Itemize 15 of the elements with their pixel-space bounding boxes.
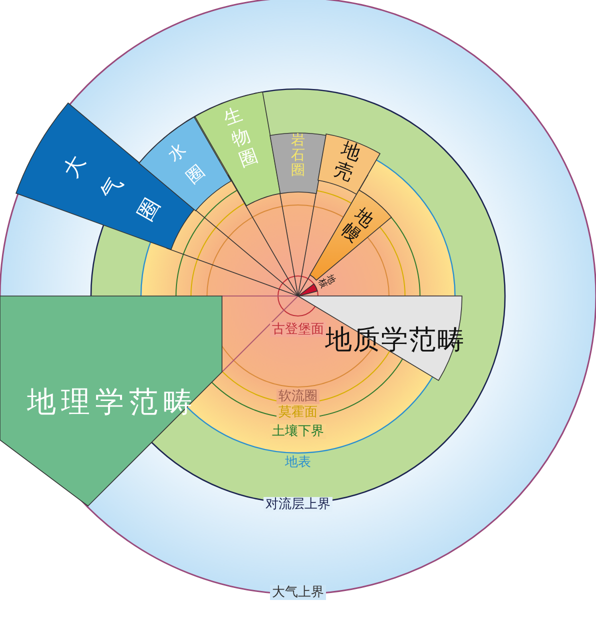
boundary-label: 莫霍面 bbox=[276, 405, 320, 420]
boundary-label: 对流层上界 bbox=[264, 497, 332, 512]
boundary-label: 土壤下界 bbox=[270, 424, 326, 439]
sphere-name: 地幔 bbox=[337, 204, 378, 247]
sphere-name: 大气圈 bbox=[57, 150, 166, 227]
boundary-label: 大气上界 bbox=[270, 585, 326, 600]
sphere-name: 生物圈 bbox=[220, 104, 261, 172]
boundary-label: 地表 bbox=[283, 455, 313, 470]
sphere-name: 地壳 bbox=[330, 138, 364, 185]
sphere-name: 水圈 bbox=[164, 138, 210, 190]
sphere-name: 地核 bbox=[315, 274, 336, 291]
sphere-name: 岩石圈 bbox=[290, 134, 306, 178]
sphere-name: 地理学范畴 bbox=[27, 388, 197, 416]
boundary-label: 软流圈 bbox=[276, 389, 320, 404]
boundary-label: 古登堡面 bbox=[270, 322, 326, 337]
